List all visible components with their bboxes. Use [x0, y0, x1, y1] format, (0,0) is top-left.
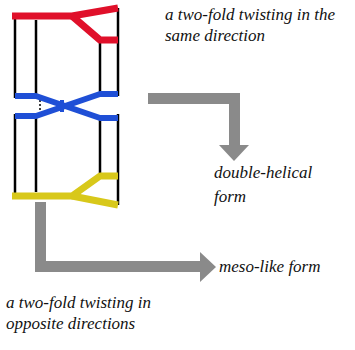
blue-unit: [15, 94, 118, 118]
caption-note: a two-fold twisting in the same directio…: [165, 4, 351, 46]
red-arm: [72, 16, 118, 40]
frame-line: [35, 116, 38, 192]
red-arm: [12, 8, 118, 16]
blue-core: [60, 100, 64, 112]
frame-line: [99, 120, 102, 176]
frame-line: [117, 8, 120, 96]
form-label: double-helical form: [214, 161, 314, 209]
frame-line: [35, 20, 38, 94]
caption-note: a two-fold twisting in opposite directio…: [6, 292, 196, 334]
yellow-unit: [12, 176, 118, 205]
grey-arrow: [35, 202, 216, 282]
frame-line: [14, 114, 17, 196]
dotted-line: [39, 100, 41, 112]
form-label: meso-like form: [219, 255, 351, 279]
frame-line: [14, 16, 17, 98]
yellow-arm: [12, 176, 118, 196]
yellow-arm: [72, 196, 118, 205]
frame-line: [117, 114, 120, 205]
frame-line: [99, 40, 102, 92]
blue-arm: [15, 94, 118, 116]
red-unit: [12, 8, 118, 40]
grey-arrow: [148, 93, 249, 161]
